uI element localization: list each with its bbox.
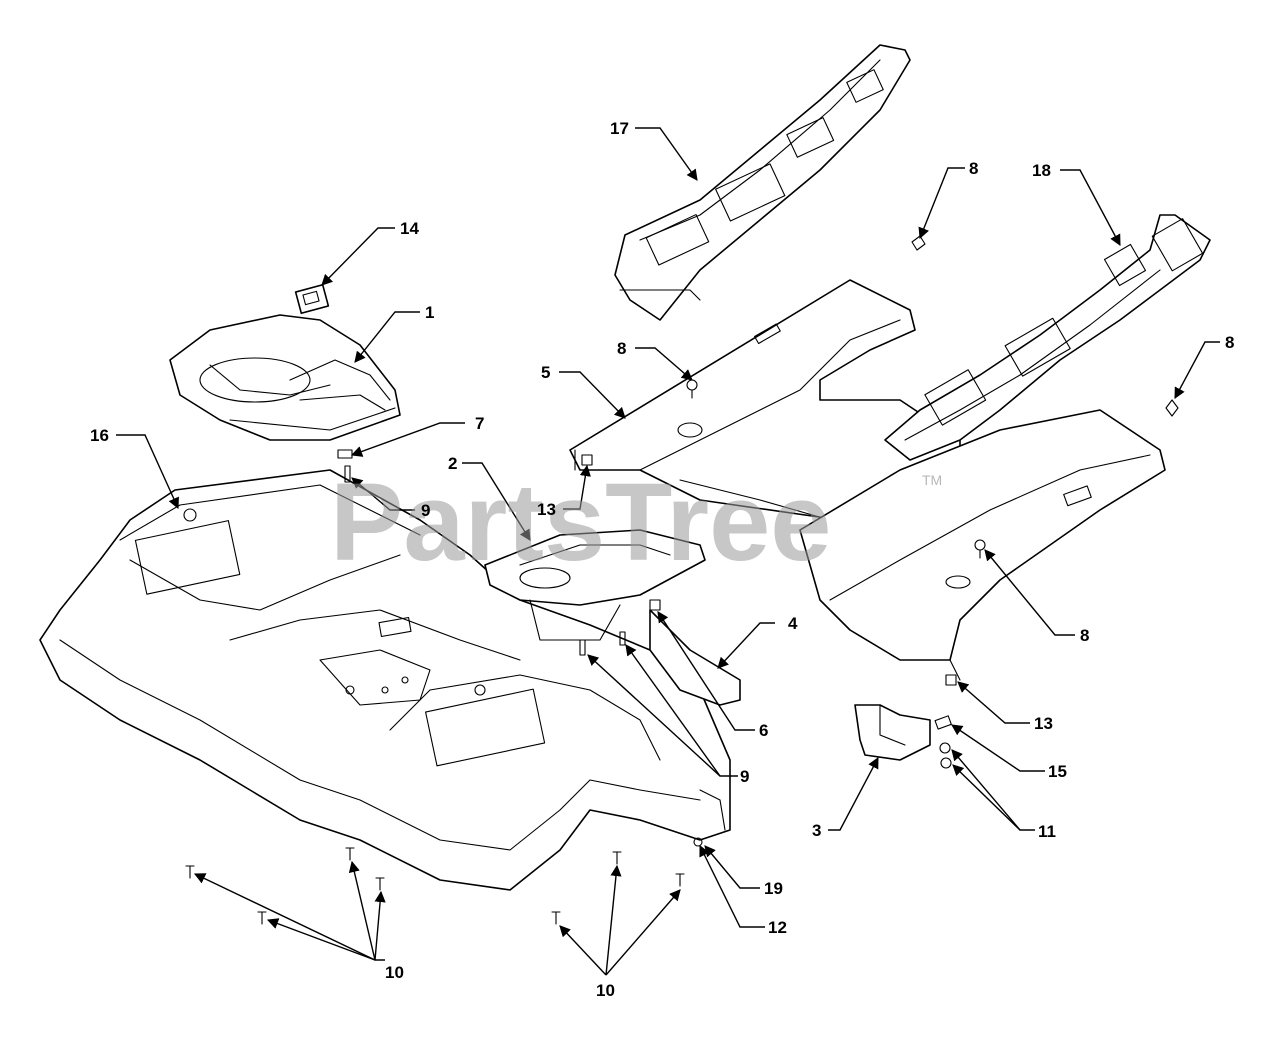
callout-9-right: 9 bbox=[740, 767, 749, 786]
callout-16: 16 bbox=[90, 426, 109, 445]
watermark: PartsTree TM bbox=[330, 461, 942, 584]
part-2-bracket bbox=[484, 529, 706, 641]
callout-7: 7 bbox=[475, 414, 484, 433]
screws-10-left bbox=[185, 847, 385, 925]
part-18-footrest bbox=[884, 214, 1211, 461]
bolt-8-top bbox=[911, 235, 926, 251]
callout-17: 17 bbox=[610, 119, 629, 138]
callout-18: 18 bbox=[1032, 161, 1051, 180]
nut-11a bbox=[939, 742, 951, 754]
nut-11b bbox=[940, 757, 952, 769]
screw-6 bbox=[649, 599, 661, 611]
callout-13-right: 13 bbox=[1034, 714, 1053, 733]
bolt-8-right bbox=[1165, 399, 1179, 417]
part-18-frame bbox=[799, 409, 1166, 681]
screw-9c bbox=[619, 631, 626, 646]
callout-6: 6 bbox=[759, 721, 768, 740]
screw-7 bbox=[337, 449, 353, 459]
callout-5: 5 bbox=[541, 363, 550, 382]
callout-12: 12 bbox=[768, 918, 787, 937]
nut-15 bbox=[934, 715, 952, 730]
callout-15: 15 bbox=[1048, 762, 1067, 781]
callout-10-right: 10 bbox=[596, 981, 615, 1000]
callout-labels: 1 2 3 4 5 6 7 8 8 8 8 9 9 10 10 11 12 13… bbox=[90, 119, 1234, 1000]
callout-19: 19 bbox=[764, 879, 783, 898]
callout-8-right: 8 bbox=[1225, 333, 1234, 352]
callout-4: 4 bbox=[788, 614, 798, 633]
callout-8-mid: 8 bbox=[617, 339, 626, 358]
callout-9-left: 9 bbox=[421, 501, 430, 520]
watermark-tm: TM bbox=[922, 472, 942, 488]
callout-8-lower: 8 bbox=[1080, 626, 1089, 645]
screw-19 bbox=[693, 837, 703, 847]
part-16-body bbox=[39, 469, 731, 891]
part-14-switch bbox=[294, 283, 330, 315]
screw-9a bbox=[344, 465, 351, 483]
callout-1: 1 bbox=[425, 303, 434, 322]
screws-10-right bbox=[551, 851, 685, 925]
part-1-left-cover bbox=[169, 314, 401, 441]
callout-2: 2 bbox=[448, 454, 457, 473]
callout-10-left: 10 bbox=[385, 963, 404, 982]
part-3-bracket bbox=[854, 704, 931, 761]
leader-lines bbox=[116, 127, 1220, 976]
screw-9b bbox=[579, 639, 586, 656]
part-17-footrest bbox=[614, 44, 911, 321]
callout-14: 14 bbox=[400, 219, 419, 238]
callout-11: 11 bbox=[1038, 822, 1056, 841]
callout-3: 3 bbox=[812, 821, 821, 840]
callout-8-top: 8 bbox=[969, 159, 978, 178]
bolt-13b bbox=[945, 674, 957, 686]
hardware bbox=[185, 235, 1179, 925]
bolt-8-lower bbox=[974, 539, 986, 559]
watermark-text: PartsTree bbox=[330, 461, 831, 584]
callout-13-left: 13 bbox=[537, 500, 556, 519]
